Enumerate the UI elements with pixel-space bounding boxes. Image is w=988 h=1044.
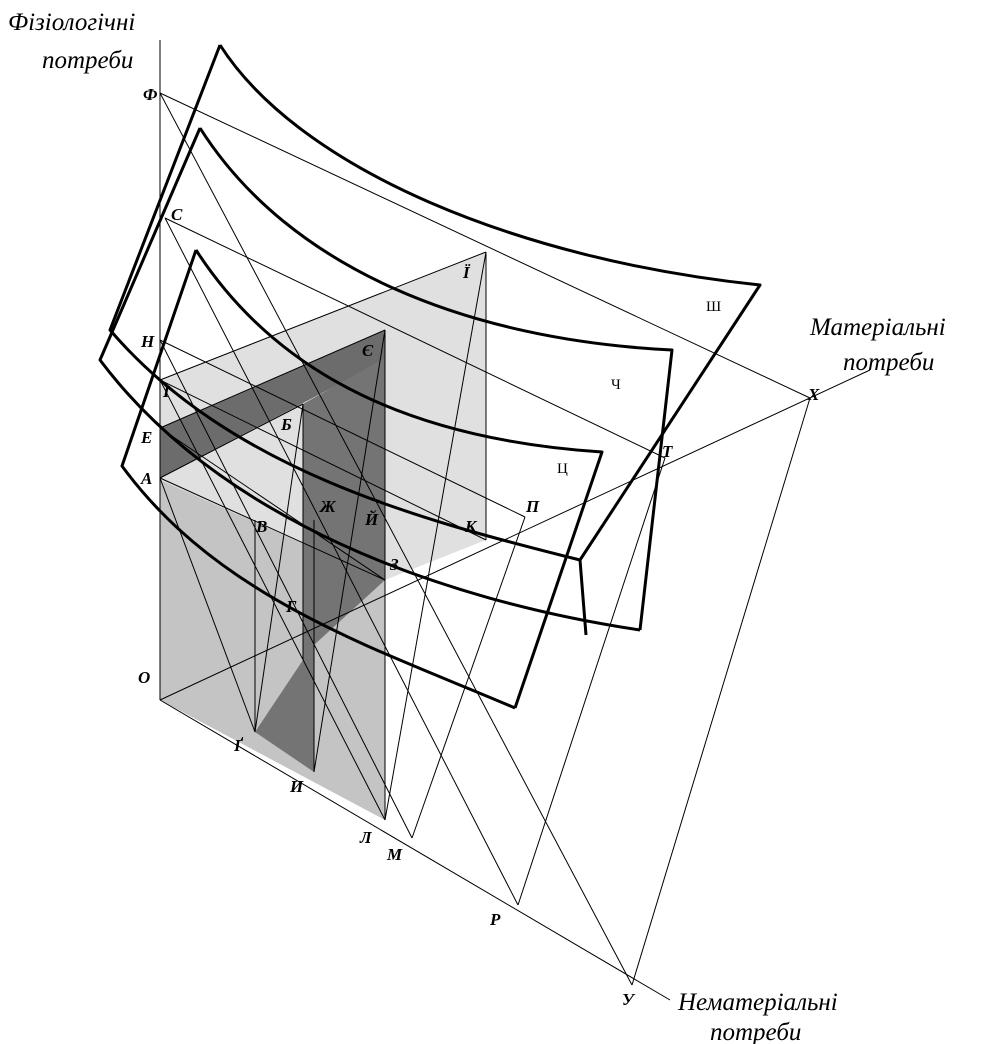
point-label-H: Н — [140, 332, 155, 351]
vertical-axis-label-line2: потреби — [42, 47, 133, 74]
point-label-L: Л — [359, 828, 373, 847]
point-label-G: Г — [285, 597, 297, 616]
point-label-Yi: Ї — [462, 263, 471, 282]
material-axis-label-line2: потреби — [843, 349, 934, 376]
point-label-Zh: Ж — [319, 497, 337, 516]
point-label-A: А — [140, 469, 152, 488]
point-label-T: Т — [662, 442, 673, 461]
surface-label-ts: Ц — [557, 461, 568, 477]
point-label-Y: Й — [364, 510, 379, 529]
point-label-K: К — [464, 517, 478, 536]
point-label-X: Х — [807, 385, 820, 404]
point-label-U: У — [622, 990, 636, 1009]
nonmaterial-axis-label-line2: потреби — [710, 1019, 801, 1044]
dark-vertical-band — [255, 358, 385, 772]
nonmaterial-axis — [159, 699, 671, 1001]
surface-ts-frame — [120, 249, 604, 710]
point-label-R: Р — [489, 910, 501, 929]
material-axis-label-line1: Матеріальні — [809, 314, 946, 341]
surface-label-ch: Ч — [611, 377, 621, 393]
nonmaterial-axis-label-line1: Нематеріальні — [677, 989, 838, 1016]
dark-top-band — [160, 330, 385, 478]
construction-lines — [159, 92, 811, 986]
point-label-E: Е — [140, 428, 152, 447]
point-label-F: Ф — [143, 85, 158, 104]
material-axis — [159, 369, 871, 701]
surface-label-sh: Ш — [706, 299, 721, 315]
point-label-B: Б — [280, 415, 292, 434]
point-label-M: М — [386, 845, 403, 864]
vertical-axis-label-line1: Фізіологічні — [8, 9, 135, 36]
point-label-S: С — [171, 205, 183, 224]
point-label-Gg: Ґ — [233, 736, 244, 755]
point-label-Ye: Є — [362, 341, 374, 360]
point-label-Z: З — [389, 555, 399, 574]
point-label-Y2: И — [289, 777, 304, 796]
point-label-I: І — [162, 382, 171, 401]
point-label-O: О — [138, 668, 150, 687]
point-label-V: В — [255, 517, 267, 536]
point-labels: О А Е І Н С Ф Б В Г Ж Й З Є Ї К П Т Х Ґ … — [138, 85, 820, 1009]
point-label-P: П — [525, 497, 540, 516]
